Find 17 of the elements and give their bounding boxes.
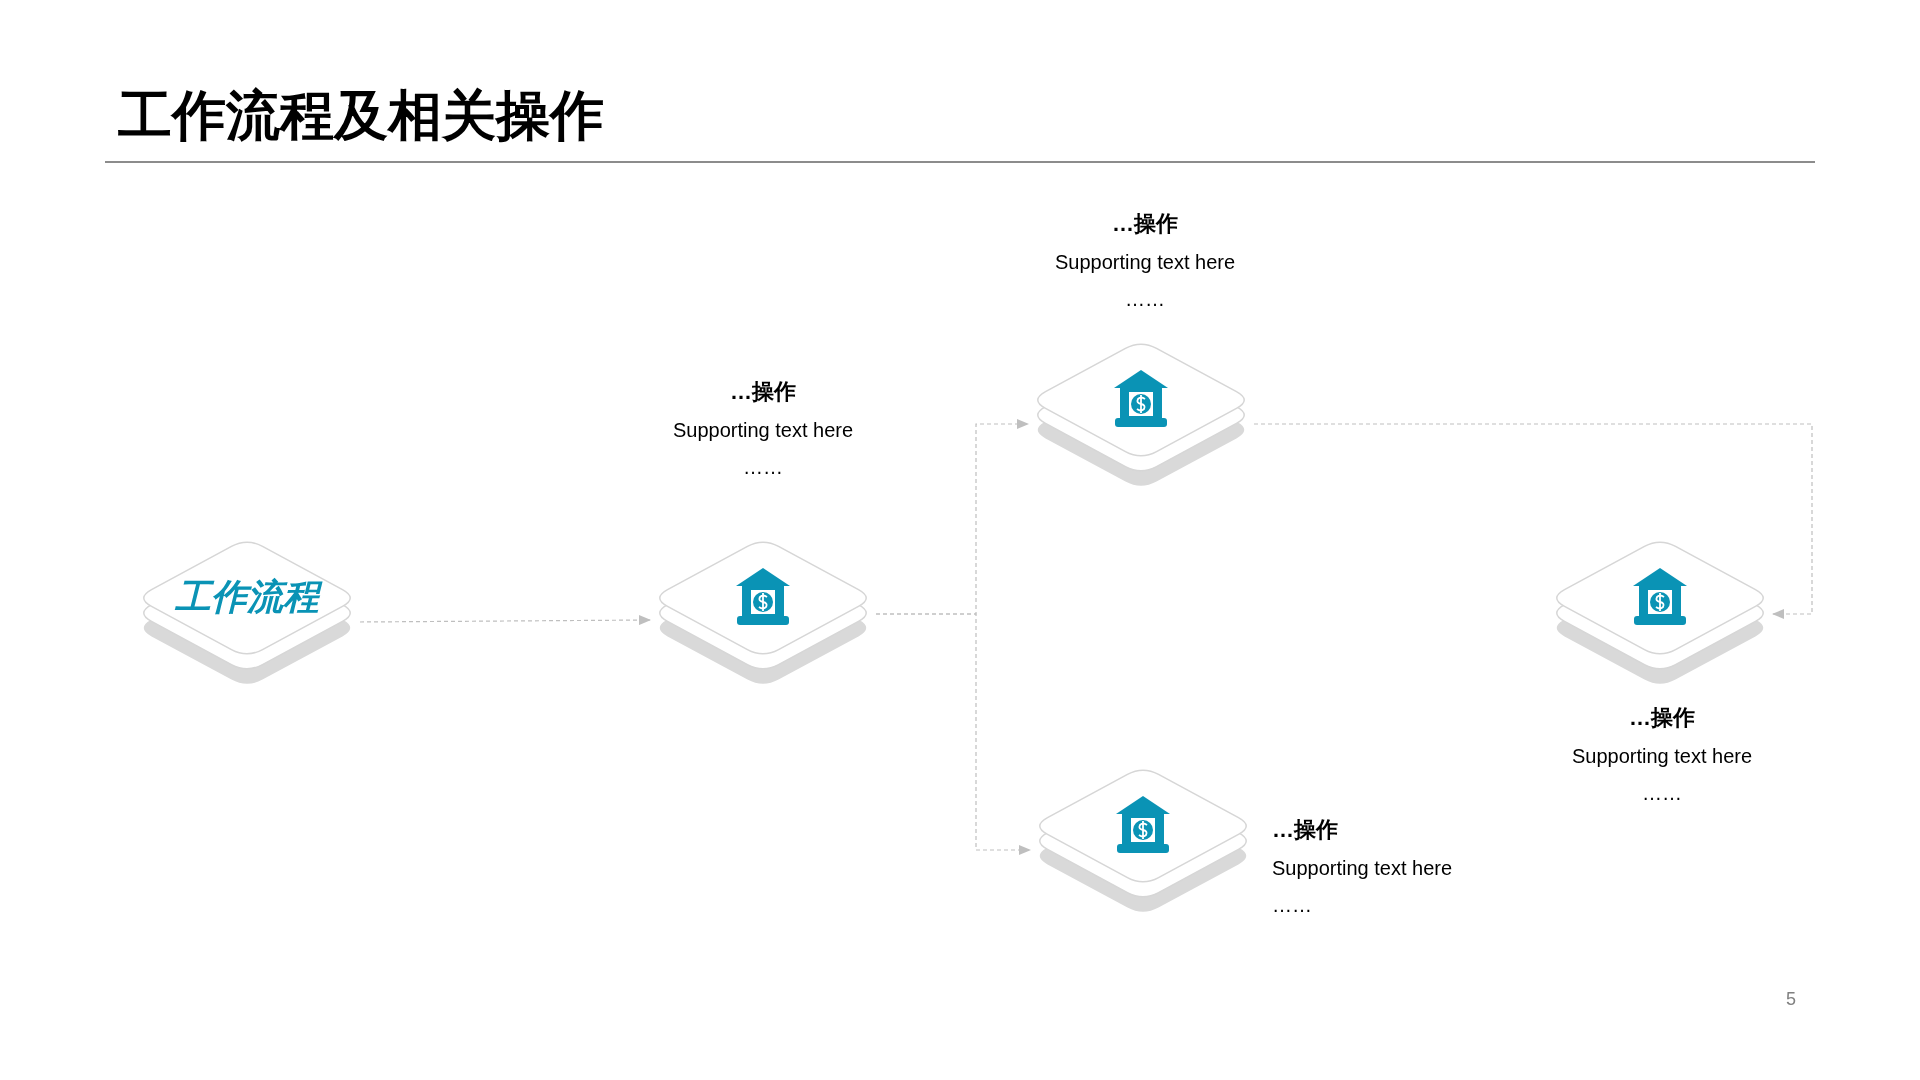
ellipsis-text: ……: [1642, 780, 1682, 806]
slide-title: 工作流程及相关操作: [118, 88, 604, 142]
step-heading: …操作: [1112, 210, 1178, 238]
connector-arrow: [875, 613, 1031, 855]
step-heading: …操作: [1629, 704, 1695, 732]
ellipsis-text: ……: [1272, 892, 1312, 918]
supporting-text: Supporting text here: [1272, 855, 1453, 881]
connector-arrow: [359, 615, 651, 626]
ellipsis-text: ……: [743, 454, 783, 480]
ellipsis-text: ……: [1125, 286, 1165, 312]
supporting-text: Supporting text here: [672, 417, 854, 443]
connector-arrow: [1253, 423, 1813, 619]
step-heading: …操作: [730, 378, 796, 406]
page-number: 5: [1786, 988, 1796, 1011]
supporting-text: Supporting text here: [1571, 743, 1753, 769]
step-heading: …操作: [1272, 816, 1338, 844]
supporting-text: Supporting text here: [1054, 249, 1236, 275]
